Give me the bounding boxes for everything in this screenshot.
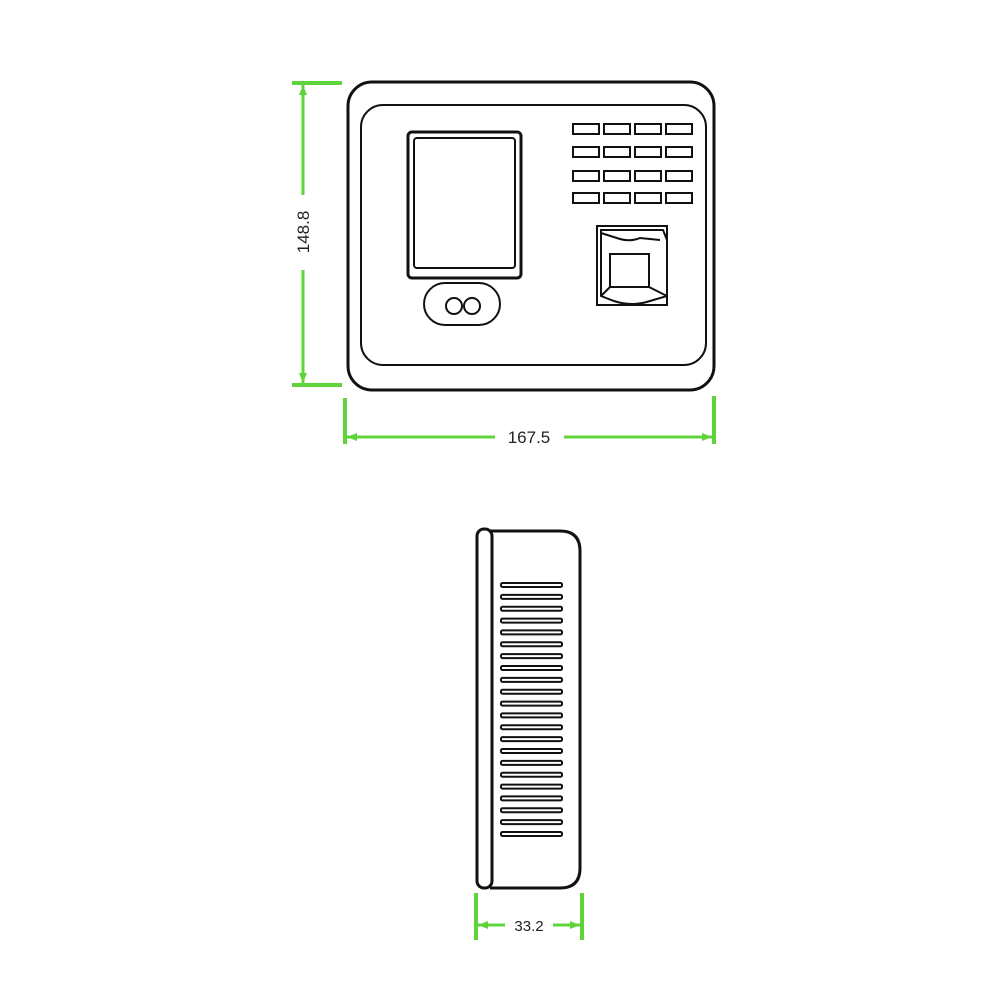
camera-lens-left	[445, 297, 463, 315]
front-outer-housing	[346, 80, 716, 392]
screen	[413, 137, 516, 269]
keypad-key	[572, 146, 600, 158]
keypad-key	[634, 170, 662, 182]
width-dimension: 167.5	[343, 396, 716, 447]
vent-slot	[500, 712, 563, 719]
keypad-key	[634, 123, 662, 135]
vent-slot	[500, 605, 563, 612]
depth-label: 33.2	[514, 918, 543, 935]
side-back-plate	[475, 527, 494, 890]
side-body	[490, 529, 582, 890]
keypad	[572, 123, 693, 204]
fingerprint-sensor	[596, 225, 668, 306]
keypad-key	[603, 192, 631, 204]
keypad-key	[603, 170, 631, 182]
front-view	[346, 80, 716, 392]
keypad-key	[665, 192, 693, 204]
depth-dimension: 33.2	[474, 893, 584, 940]
vent-slot	[500, 831, 563, 837]
height-label: 148.8	[294, 211, 313, 254]
side-view	[475, 527, 582, 890]
vent-slot	[500, 582, 563, 588]
keypad-key	[665, 170, 693, 182]
vent-slot	[500, 629, 563, 636]
vent-slot	[500, 665, 563, 671]
keypad-key	[603, 123, 631, 135]
vent-slot	[500, 653, 563, 660]
vent-slot	[500, 641, 563, 648]
camera-lens-right	[463, 297, 481, 315]
keypad-key	[634, 146, 662, 158]
keypad-key	[665, 123, 693, 135]
vent-slot	[500, 819, 563, 826]
vent-slot	[500, 724, 563, 731]
keypad-key	[665, 146, 693, 158]
vent-slot	[500, 688, 563, 695]
side-vents	[500, 582, 563, 837]
keypad-key	[572, 170, 600, 182]
vent-slot	[500, 676, 563, 683]
vent-slot	[500, 748, 563, 754]
keypad-key	[634, 192, 662, 204]
vent-slot	[500, 783, 563, 790]
screen-bezel	[406, 130, 523, 280]
vent-slot	[500, 771, 563, 778]
camera-housing	[423, 282, 501, 326]
vent-slot	[500, 759, 563, 766]
width-label: 167.5	[508, 428, 551, 447]
vent-slot	[500, 617, 563, 624]
height-dimension: 148.8	[292, 81, 342, 387]
vent-slot	[500, 700, 563, 707]
vent-slot	[500, 736, 563, 743]
vent-slot	[500, 795, 563, 802]
vent-slot	[500, 593, 563, 600]
front-inner-panel	[360, 104, 707, 366]
keypad-key	[572, 123, 600, 135]
keypad-key	[603, 146, 631, 158]
vent-slot	[500, 807, 563, 814]
keypad-key	[572, 192, 600, 204]
